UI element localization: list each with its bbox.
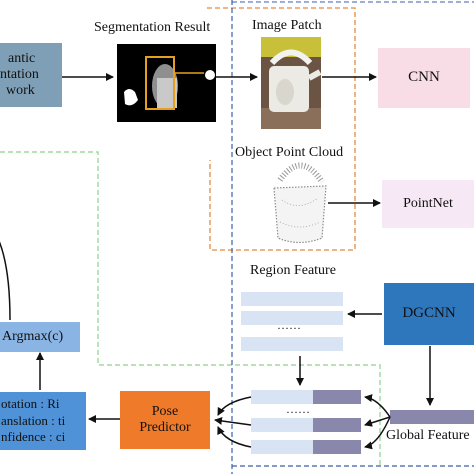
- pose-predictor-line-2: Predictor: [139, 420, 191, 435]
- global-feature-label: Global Feature: [386, 428, 470, 444]
- pointnet-box: PointNet: [382, 180, 474, 228]
- concat-feature-bars: [251, 390, 361, 454]
- argmax-feedback-curve: [0, 241, 11, 321]
- arrow-global-to-concat-3: [364, 416, 391, 450]
- segmentation-mask-image: [117, 44, 216, 122]
- pose-outputs-box: otation : Ri anslation : ti nfidence : c…: [0, 392, 86, 450]
- region-feature-dots: ……: [277, 318, 301, 332]
- concat-dots: ……: [286, 402, 310, 416]
- segnet-line-2: ntation: [0, 66, 39, 82]
- output-confidence: nfidence : ci: [1, 429, 66, 445]
- arrow-global-to-concat-1: [364, 394, 391, 418]
- object-point-cloud-title: Object Point Cloud: [235, 145, 344, 160]
- pointnet-label: PointNet: [403, 195, 453, 211]
- arrow-concat-to-pose-3: [217, 426, 252, 448]
- arrow-concat-to-pose-2: [214, 417, 252, 426]
- object-point-cloud-image: [273, 162, 327, 244]
- segnet-line-3: work: [6, 83, 35, 99]
- pose-predictor-box: Pose Predictor: [120, 391, 210, 449]
- arrow-global-to-concat-2: [364, 416, 391, 427]
- argmax-box: Argmax(c): [0, 322, 80, 352]
- dgcnn-label: DGCNN: [402, 305, 456, 322]
- image-branch-dashed-outline: [207, 7, 356, 251]
- segmentation-result-title: Segmentation Result: [94, 20, 211, 35]
- cnn-label: CNN: [408, 69, 440, 86]
- output-translation: anslation : ti: [1, 412, 66, 428]
- fusion-dashed-outline: [0, 151, 381, 466]
- image-patch-photo: [261, 37, 322, 129]
- arrow-concat-to-pose-1: [217, 396, 252, 416]
- argmax-label: Argmax(c): [2, 328, 64, 344]
- image-patch-title: Image Patch: [252, 18, 322, 33]
- pose-predictor-line-1: Pose: [151, 403, 179, 419]
- output-rotation: otation : Ri: [1, 395, 60, 411]
- cnn-box: CNN: [378, 48, 470, 108]
- region-feature-bars: [241, 292, 343, 351]
- semantic-segmentation-network-box: antic ntation work: [0, 43, 62, 107]
- flow-arrows: [0, 73, 434, 450]
- global-feature-bar: [390, 410, 474, 424]
- region-feature-title: Region Feature: [250, 263, 336, 278]
- dgcnn-box: DGCNN: [384, 283, 474, 345]
- segnet-line-1: antic: [8, 50, 36, 66]
